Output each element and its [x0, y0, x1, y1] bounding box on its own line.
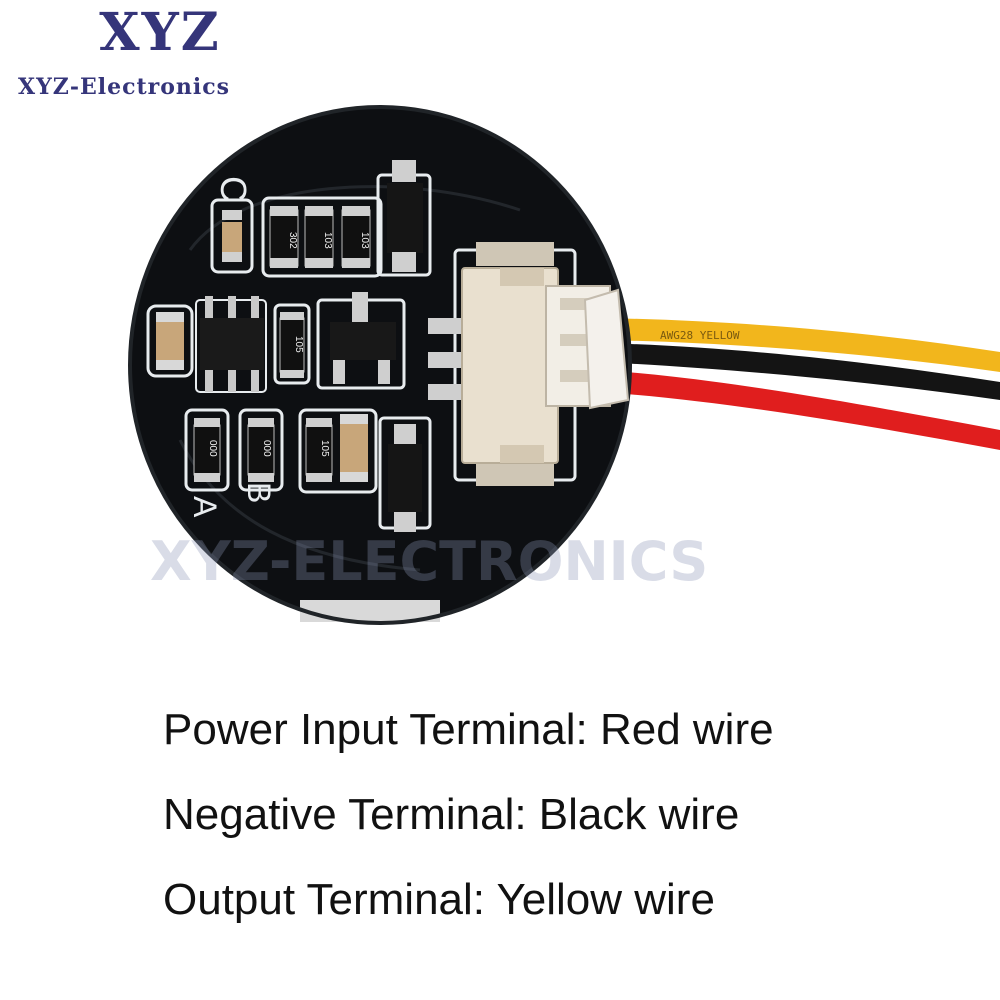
- product-image: AWG28 YELLOW C A B 302 103 103: [128, 105, 1000, 625]
- silk-label-b: B: [241, 482, 277, 503]
- resistor-105b-label: 105: [319, 440, 330, 457]
- svg-text:AWG28 YELLOW: AWG28 YELLOW: [660, 329, 740, 342]
- caption-power-terminal: Power Input Terminal: Red wire: [163, 705, 774, 754]
- caption-negative-terminal: Negative Terminal: Black wire: [163, 790, 740, 839]
- resistor-302-label: 302: [287, 232, 298, 249]
- resistor-105a-label: 105: [293, 336, 304, 353]
- wire-bundle: AWG28 YELLOW: [600, 318, 1000, 450]
- watermark-text: XYZ-ELECTRONICS: [150, 530, 708, 593]
- logo-subtitle: XYZ-Electronics: [18, 74, 231, 100]
- logo-main: XYZ: [99, 2, 221, 63]
- resistor-000b-label: 000: [261, 440, 272, 457]
- resistor-103a-label: 103: [322, 232, 333, 249]
- silk-label-c: C: [213, 176, 254, 202]
- watermark: XYZ-ELECTRONICS: [150, 530, 708, 593]
- resistor-103b-label: 103: [359, 232, 370, 249]
- black-wire: [600, 343, 1000, 400]
- pcb-board: C A B 302 103 103 105: [128, 105, 632, 625]
- red-wire: [600, 370, 1000, 450]
- resistor-000a-label: 000: [207, 440, 218, 457]
- caption-output-terminal: Output Terminal: Yellow wire: [163, 875, 715, 924]
- silk-label-a: A: [187, 496, 223, 518]
- yellow-wire: [600, 318, 1000, 372]
